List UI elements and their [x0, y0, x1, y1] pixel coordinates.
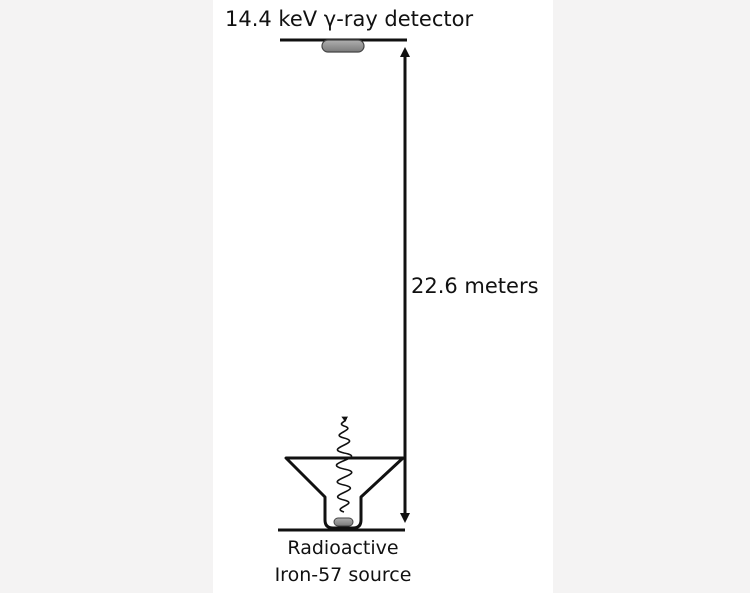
source-capsule [333, 517, 354, 527]
source-label-line1: Radioactive [287, 537, 398, 559]
diagram-panel [213, 0, 553, 593]
detector-label: 14.4 keV γ-ray detector [225, 7, 473, 31]
gamma-ray-wave-icon [335, 416, 353, 513]
source-label-line2: Iron-57 source [275, 564, 412, 586]
detector-capsule [321, 39, 365, 53]
distance-label: 22.6 meters [411, 274, 539, 298]
